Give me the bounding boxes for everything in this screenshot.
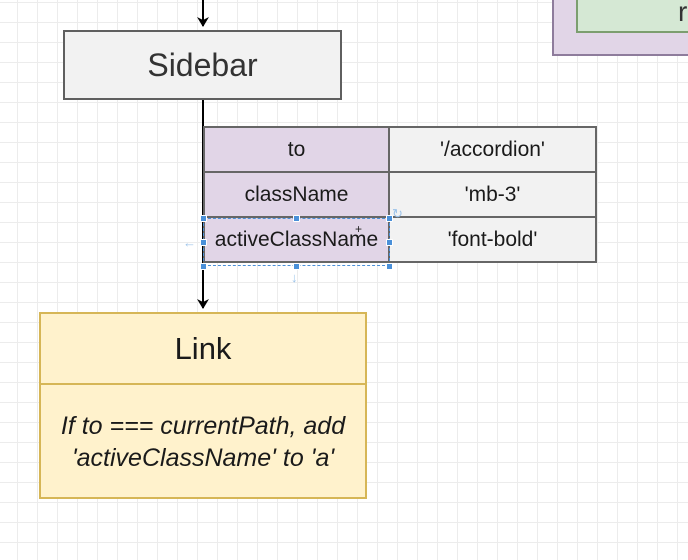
corner-node-inner[interactable]: r [576,0,688,33]
move-cursor-icon: + [355,222,363,236]
table-row: className 'mb-3' [203,171,597,218]
resize-handle-left[interactable] [200,239,207,246]
link-node[interactable]: Link If to === currentPath, add 'activeC… [39,312,367,499]
resize-handle-right[interactable] [386,239,393,246]
link-node-title: Link [41,314,365,385]
props-table: to '/accordion' className 'mb-3' activeC… [203,126,597,263]
link-node-description: If to === currentPath, add 'activeClassN… [41,385,365,499]
table-row: to '/accordion' [203,126,597,173]
arrow-down-guide-icon[interactable]: ↓ [291,270,298,285]
resize-handle-top-right[interactable] [386,215,393,222]
resize-handle-bottom-left[interactable] [200,263,207,270]
prop-value-cell[interactable]: 'font-bold' [388,216,597,263]
resize-handle-top[interactable] [293,215,300,222]
corner-node-label: r [678,0,688,27]
resize-handle-top-left[interactable] [200,215,207,222]
prop-value-cell[interactable]: '/accordion' [388,126,597,173]
prop-key-cell[interactable]: activeClassName [203,216,390,263]
arrow-left-guide-icon[interactable]: ← [183,235,196,250]
sidebar-node[interactable]: Sidebar [63,30,342,100]
resize-handle-bottom[interactable] [293,263,300,270]
rotate-handle-icon[interactable]: ↻ [392,206,403,221]
prop-key-cell[interactable]: className [203,171,390,218]
link-description-line: If to === currentPath, add [60,412,346,440]
prop-value-cell[interactable]: 'mb-3' [388,171,597,218]
table-row: activeClassName 'font-bold' [203,216,597,263]
resize-handle-bottom-right[interactable] [386,263,393,270]
prop-key-cell[interactable]: to [203,126,390,173]
sidebar-node-label: Sidebar [147,46,258,83]
link-description-line: 'activeClassName' to 'a' [71,444,335,472]
